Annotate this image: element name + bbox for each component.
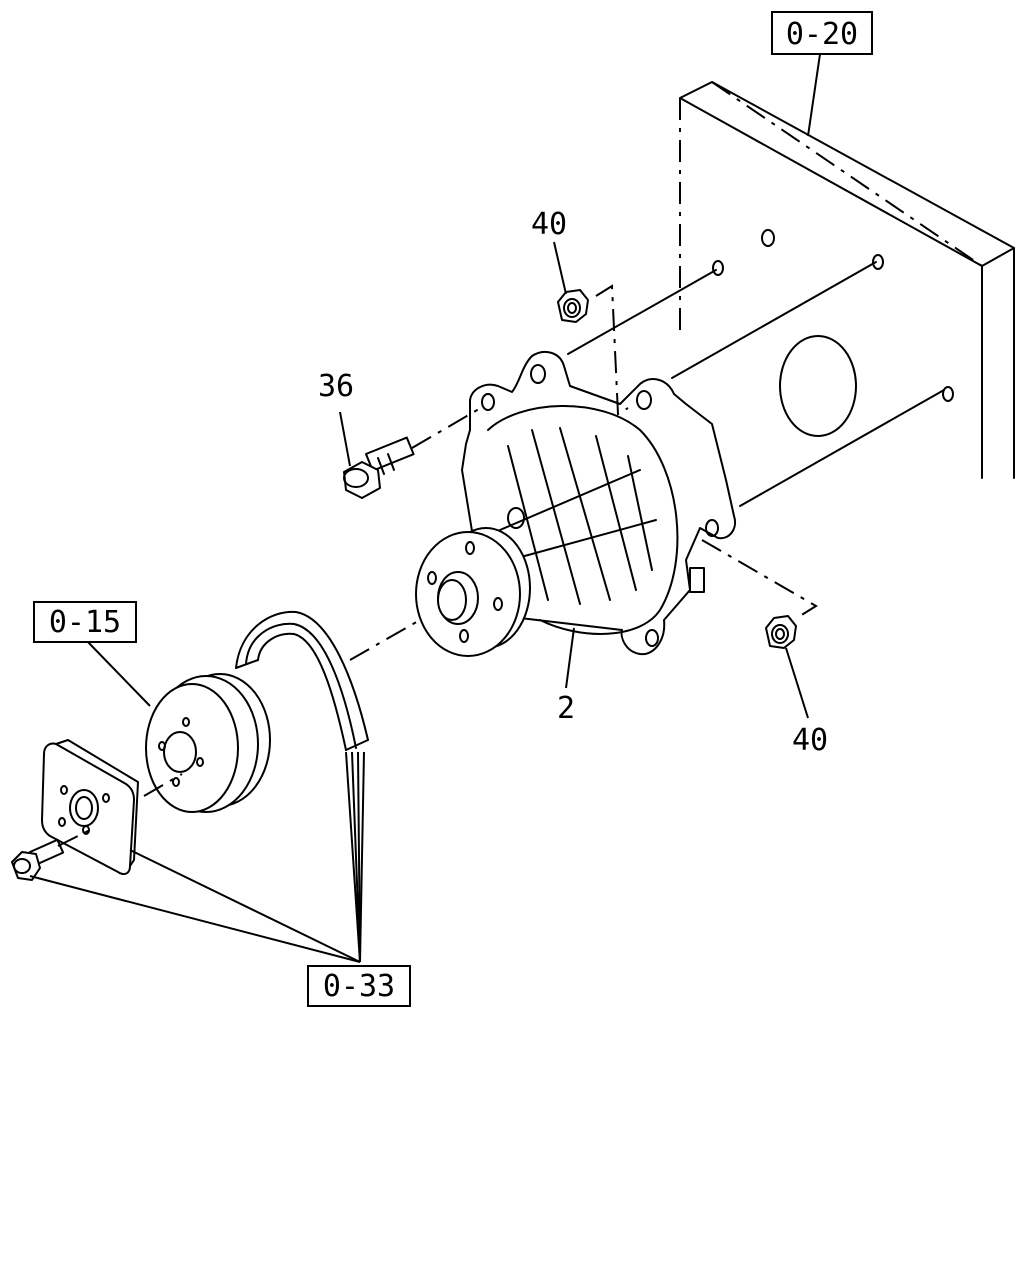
- fan-plate: [41, 739, 139, 875]
- engine-plate: [679, 81, 1015, 479]
- callout-nut-upper: 40: [531, 207, 567, 242]
- fan-bolt: [11, 829, 91, 881]
- callout-nut-lower: 40: [792, 723, 828, 758]
- v-belt: [235, 610, 421, 751]
- bolt: [343, 405, 485, 499]
- nut-lower: [701, 539, 818, 649]
- leader-lines: [29, 53, 821, 963]
- nut-upper: [557, 284, 629, 416]
- ref-label-0-20: 0-20: [786, 17, 858, 52]
- ref-label-0-33: 0-33: [323, 969, 395, 1004]
- studs: [567, 254, 954, 507]
- ref-box-0-20: 0-20: [771, 11, 873, 55]
- ref-label-0-15: 0-15: [49, 605, 121, 640]
- water-pump: [415, 350, 736, 657]
- ref-box-0-15: 0-15: [33, 601, 137, 643]
- callout-water-pump: 2: [557, 691, 575, 726]
- pulley: [143, 673, 271, 813]
- ref-box-0-33: 0-33: [307, 965, 411, 1007]
- callout-bolt: 36: [318, 369, 354, 404]
